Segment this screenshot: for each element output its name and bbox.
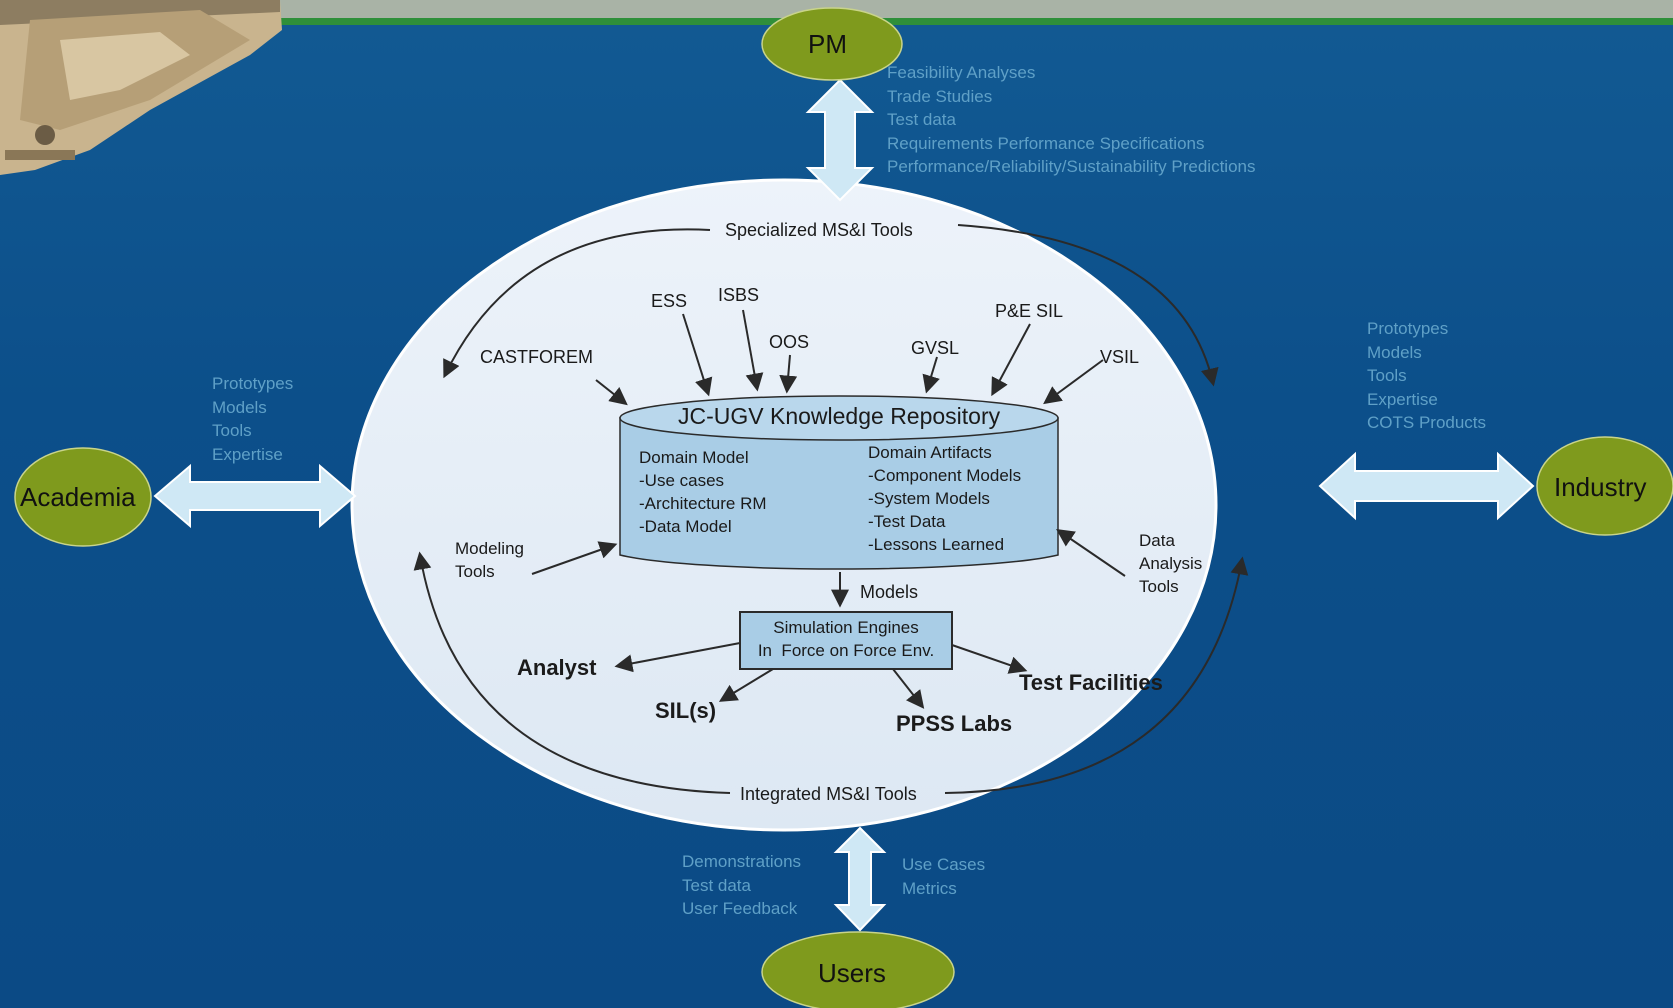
specialized-right-arrow: [957, 224, 1219, 387]
ppss-labs-label: PPSS Labs: [896, 711, 1013, 736]
academia-input-item: Tools: [212, 421, 252, 440]
domain-artifacts-item: -Lessons Learned: [868, 535, 1005, 554]
users-label: Users: [818, 958, 886, 988]
domain-model-item: -Use cases: [639, 471, 725, 490]
gvsl-arrow: [922, 356, 940, 394]
pe-sil-arrow: [991, 323, 1031, 397]
analyst-arrow: [614, 642, 741, 673]
pm-double-arrow: [805, 78, 875, 202]
modeling-tools-line: Tools: [455, 562, 495, 581]
industry-input-item: Expertise: [1367, 389, 1438, 409]
users-node: [761, 931, 955, 1008]
domain-artifacts-list: Domain Artifacts -Component Models -Syst…: [868, 441, 1021, 556]
academia-node: [14, 447, 152, 547]
domain-artifacts-item: -System Models: [868, 489, 990, 508]
pm-output-item: Feasibility Analyses: [887, 63, 1036, 82]
users-right-item: Metrics: [902, 878, 957, 898]
sils-label: SIL(s): [655, 698, 717, 723]
pm-output-item: Performance/Reliability/Sustainability P…: [887, 157, 1256, 176]
test-facilities-label: Test Facilities: [1019, 670, 1163, 695]
ess-label: ESS: [651, 291, 688, 311]
domain-artifacts-heading: Domain Artifacts: [868, 443, 992, 462]
castforem-arrow: [595, 379, 628, 406]
vehicle-image: [0, 0, 282, 175]
domain-model-item: -Architecture RM: [639, 494, 767, 513]
modeling-tools-label: Modeling Tools: [455, 537, 524, 583]
source-arrows: [531, 309, 1126, 709]
ppss-arrow: [892, 668, 925, 709]
data-analysis-arrow: [1056, 528, 1126, 577]
users-right-item: Use Cases: [902, 855, 986, 874]
data-analysis-line: Analysis: [1139, 554, 1203, 573]
ess-arrow: [682, 313, 713, 397]
pm-output-item: Test data: [887, 110, 956, 129]
industry-input-item: Prototypes: [1367, 319, 1449, 338]
integrated-right-arrow: [944, 556, 1249, 794]
domain-model-item: -Data Model: [639, 517, 732, 536]
users-left-item: Demonstrations: [682, 852, 802, 871]
industry-input-item: Tools: [1367, 366, 1407, 385]
castforem-label: CASTFOREM: [480, 347, 594, 367]
users-left-list: Demonstrations Test data User Feedback: [682, 850, 801, 921]
pm-output-item: Trade Studies: [887, 86, 993, 106]
industry-label: Industry: [1554, 472, 1647, 502]
specialized-tools-label: Specialized MS&I Tools: [725, 220, 913, 240]
domain-model-heading: Domain Model: [639, 448, 749, 467]
simulation-engine-line: Simulation Engines: [773, 618, 919, 637]
industry-input-item: COTS Products: [1367, 413, 1487, 432]
analyst-label: Analyst: [517, 655, 597, 680]
academia-input-item: Models: [212, 397, 267, 417]
academia-label: Academia: [20, 482, 136, 512]
pe-sil-label: P&E SIL: [995, 301, 1064, 321]
simulation-engine-text: Simulation Engines In Force on Force Env…: [744, 616, 948, 662]
modeling-tools-line: Modeling: [455, 539, 524, 558]
vsil-label: VSIL: [1100, 347, 1140, 367]
vsil-arrow: [1043, 359, 1104, 405]
pm-outputs-list: Feasibility Analyses Trade Studies Test …: [887, 61, 1256, 179]
isbs-arrow: [742, 309, 764, 392]
industry-node: [1536, 436, 1673, 536]
pm-output-item: Requirements Performance Specifications: [887, 133, 1205, 153]
repository-title: JC-UGV Knowledge Repository: [678, 403, 1001, 429]
gvsl-label: GVSL: [911, 338, 960, 358]
users-double-arrow: [833, 826, 887, 932]
academia-inputs-list: Prototypes Models Tools Expertise: [212, 372, 293, 466]
academia-input-item: Prototypes: [212, 374, 294, 393]
modeling-tools-arrow: [531, 541, 618, 575]
oos-label: OOS: [769, 332, 810, 352]
domain-artifacts-item: -Component Models: [868, 466, 1022, 485]
industry-input-item: Models: [1367, 342, 1422, 362]
repository-cylinder: [619, 395, 1059, 570]
test-facilities-arrow: [951, 644, 1028, 674]
pm-label: PM: [808, 29, 847, 59]
simulation-engine-line: In Force on Force Env.: [757, 641, 935, 660]
domain-artifacts-item: -Test Data: [868, 512, 946, 531]
models-label: Models: [860, 582, 919, 602]
pm-node: [761, 7, 903, 81]
users-left-item: Test data: [682, 875, 751, 895]
users-left-item: User Feedback: [682, 899, 798, 918]
domain-model-list: Domain Model -Use cases -Architecture RM…: [639, 446, 767, 538]
oos-arrow: [779, 354, 798, 394]
data-analysis-tools-label: Data Analysis Tools: [1139, 529, 1202, 598]
sils-arrow: [718, 668, 774, 702]
users-right-list: Use Cases Metrics: [902, 853, 985, 900]
academia-input-item: Expertise: [212, 444, 283, 464]
simulation-engine-box: [739, 611, 953, 670]
academia-double-arrow: [153, 463, 357, 529]
integrated-tools-label: Integrated MS&I Tools: [740, 784, 917, 804]
industry-inputs-list: Prototypes Models Tools Expertise COTS P…: [1367, 317, 1486, 435]
industry-double-arrow: [1318, 451, 1535, 521]
data-analysis-line: Data: [1139, 531, 1175, 550]
isbs-label: ISBS: [718, 285, 760, 305]
data-analysis-line: Tools: [1139, 577, 1179, 596]
specialized-left-arrow: [443, 228, 711, 379]
integrated-left-arrow: [413, 551, 731, 794]
